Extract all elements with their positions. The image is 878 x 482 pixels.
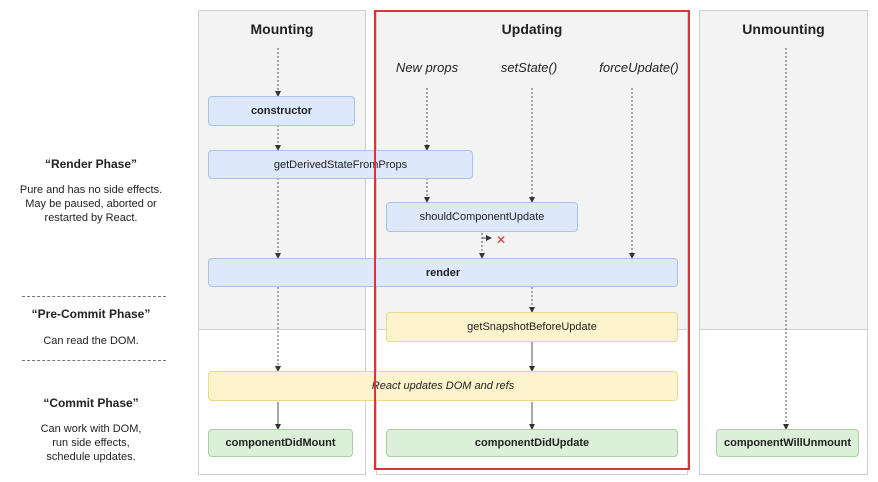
render-node: render [208,258,678,287]
did-update-node: componentDidUpdate [386,429,678,457]
new-props-trigger: New props [395,60,459,75]
render-phase-desc: Pure and has no side effects. May be pau… [0,183,182,225]
phase-divider [22,360,166,361]
should-update-node: shouldComponentUpdate [386,202,578,232]
force-update-trigger: forceUpdate() [599,60,679,75]
render-phase-title: “Render Phase” [44,157,138,171]
constructor-node: constructor [208,96,355,126]
mounting-title: Mounting [250,21,314,37]
precommit-phase-title: “Pre-Commit Phase” [31,307,151,321]
will-unmount-node: componentWillUnmount [716,429,859,457]
react-updates-node: React updates DOM and refs [208,371,678,401]
commit-phase-desc: Can work with DOM, run side effects, sch… [0,422,182,464]
render-phase-desc-line: Pure and has no side effects. [19,184,163,196]
render-phase-desc-line: May be paused, aborted or [25,198,157,210]
commit-phase-desc-line: run side effects, [52,437,130,449]
cancel-x-icon: ✕ [496,233,507,247]
unmounting-title: Unmounting [742,21,825,37]
render-phase-desc-line: restarted by React. [44,212,138,224]
unmounting-column: Unmounting [699,10,868,475]
commit-phase-desc-line: Can work with DOM, [40,423,142,435]
did-mount-node: componentDidMount [208,429,353,457]
commit-phase-title: “Commit Phase” [43,396,139,410]
get-snapshot-node: getSnapshotBeforeUpdate [386,312,678,342]
commit-phase-desc-line: schedule updates. [46,451,136,463]
set-state-trigger: setState() [500,60,558,75]
get-derived-state-node: getDerivedStateFromProps [208,150,473,179]
updating-title: Updating [501,21,563,37]
precommit-phase-desc: Can read the DOM. [43,335,139,347]
phase-divider [22,296,166,297]
